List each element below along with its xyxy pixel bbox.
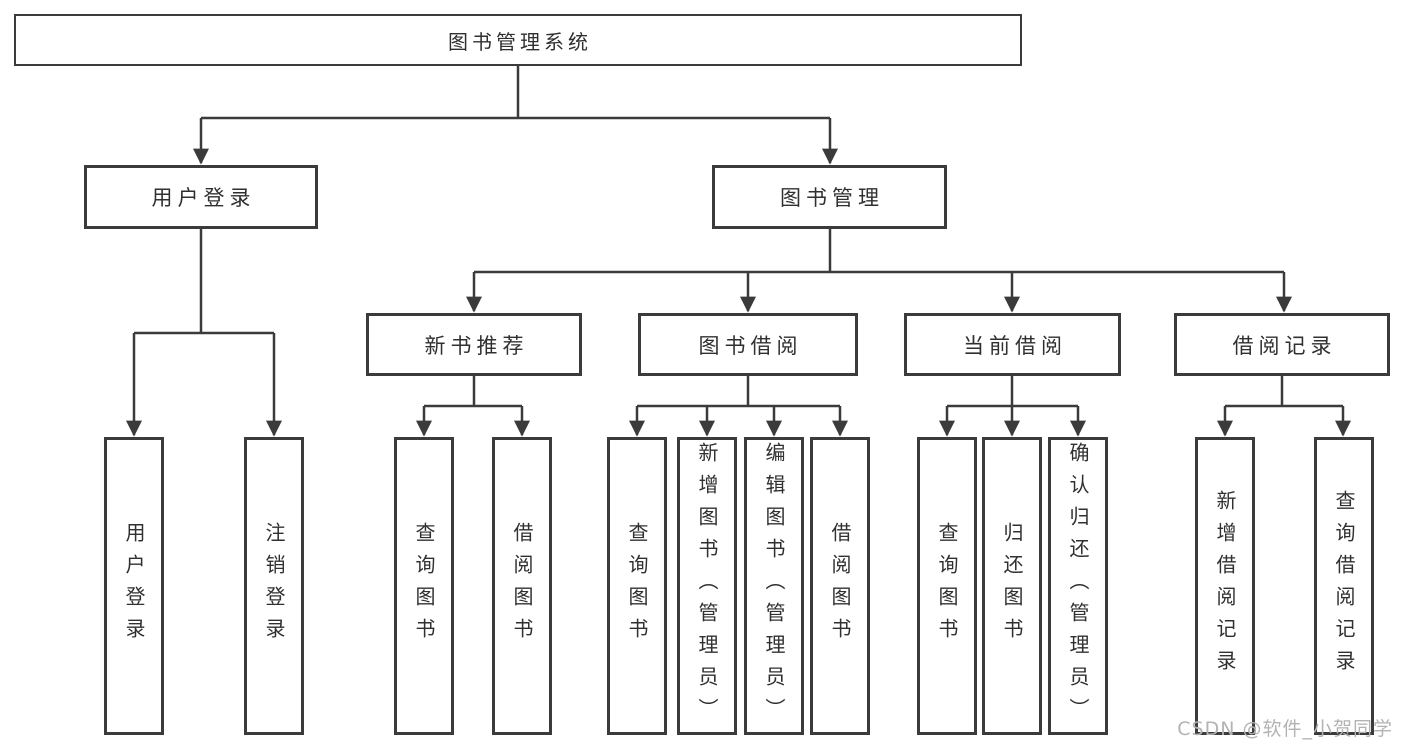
leaf-label: 用户登录 — [122, 522, 146, 650]
node-new-book-recommendation: 新书推荐 — [366, 313, 582, 376]
leaf-borrow-books-recommend: 借阅图书 — [492, 437, 552, 735]
node-label: 图书管理 — [780, 186, 884, 210]
node-library-management-system: 图书管理系统 — [14, 14, 1022, 66]
leaf-label: 归还图书 — [1000, 522, 1024, 650]
leaf-label: 查询图书 — [625, 522, 649, 650]
leaf-label: 查询图书 — [412, 522, 436, 650]
leaf-user-login: 用户登录 — [104, 437, 164, 735]
node-book-management: 图书管理 — [712, 165, 947, 229]
leaf-query-borrow-record: 查询借阅记录 — [1314, 437, 1374, 735]
leaf-logout: 注销登录 — [244, 437, 304, 735]
leaf-return-books: 归还图书 — [982, 437, 1042, 735]
leaf-add-books-admin: 新增图书（管理员） — [677, 437, 737, 735]
leaf-edit-books-admin: 编辑图书（管理员） — [744, 437, 804, 735]
leaf-label: 编辑图书（管理员） — [762, 442, 786, 730]
node-label: 图书借阅 — [698, 333, 803, 358]
node-borrowing-records: 借阅记录 — [1174, 313, 1390, 376]
leaf-label: 确认归还（管理员） — [1066, 442, 1090, 730]
leaf-label: 借阅图书 — [828, 522, 852, 650]
node-book-borrowing: 图书借阅 — [638, 313, 858, 376]
leaf-query-books-current: 查询图书 — [917, 437, 977, 735]
leaf-label: 查询图书 — [935, 522, 959, 650]
node-label: 用户登录 — [151, 186, 256, 210]
leaf-label: 借阅图书 — [510, 522, 534, 650]
leaf-label: 新增图书（管理员） — [695, 442, 719, 730]
leaf-add-borrow-record: 新增借阅记录 — [1195, 437, 1255, 735]
node-current-borrowing: 当前借阅 — [904, 313, 1121, 376]
leaf-label: 新增借阅记录 — [1213, 490, 1237, 682]
node-label: 当前借阅 — [963, 333, 1067, 358]
node-label: 图书管理系统 — [448, 29, 592, 54]
connector-skeleton — [134, 66, 1343, 408]
leaf-label: 注销登录 — [262, 522, 286, 650]
leaf-confirm-return-admin: 确认归还（管理员） — [1048, 437, 1108, 735]
node-label: 新书推荐 — [424, 333, 529, 358]
leaf-query-books-borrowing: 查询图书 — [607, 437, 667, 735]
leaf-borrow-books-borrowing: 借阅图书 — [810, 437, 870, 735]
leaf-label: 查询借阅记录 — [1332, 490, 1356, 682]
leaf-query-books-recommend: 查询图书 — [394, 437, 454, 735]
node-label: 借阅记录 — [1232, 333, 1337, 358]
watermark: CSDN @软件_小贺同学 — [1177, 718, 1393, 740]
node-user-login: 用户登录 — [84, 165, 318, 229]
